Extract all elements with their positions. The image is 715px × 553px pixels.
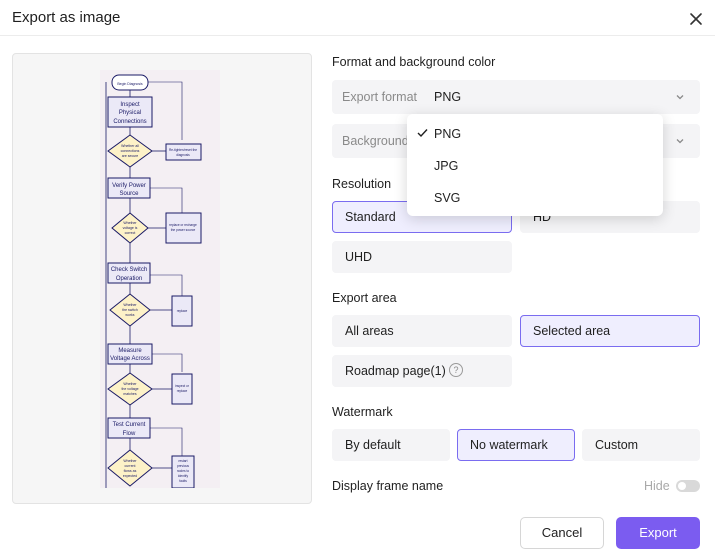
flow-text: Source <box>119 191 139 197</box>
option-label: UHD <box>345 250 373 264</box>
flow-text: voltage is <box>123 226 138 230</box>
flow-text: connections <box>121 149 140 153</box>
option-label: Standard <box>345 210 396 224</box>
flow-result-node <box>171 455 195 488</box>
flow-text: expected <box>123 474 137 478</box>
option-label: No watermark <box>470 438 548 452</box>
flow-text: Check Switch <box>111 267 147 273</box>
flow-result-node <box>171 295 193 327</box>
format-dropdown-menu: PNG JPG SVG <box>407 114 663 216</box>
format-option-svg[interactable]: SVG <box>407 182 663 212</box>
watermark-option-default[interactable]: By default <box>332 429 450 461</box>
option-label: By default <box>345 438 401 452</box>
toggle-knob <box>678 482 686 490</box>
export-format-label: Export format <box>342 90 418 104</box>
watermark-section-title: Watermark <box>332 405 393 419</box>
flow-text: the voltage <box>121 387 138 391</box>
flow-text: Whether <box>123 303 137 307</box>
export-area-section-title: Export area <box>332 291 397 305</box>
format-section-title: Format and background color <box>332 55 496 69</box>
export-format-value: PNG <box>434 90 462 104</box>
flow-text: previous <box>177 464 189 468</box>
export-area-option-all[interactable]: All areas <box>332 315 512 347</box>
option-label: PNG <box>434 127 462 141</box>
close-button[interactable] <box>684 7 708 31</box>
watermark-option-custom[interactable]: Custom <box>582 429 700 461</box>
flow-text: replace <box>177 309 188 313</box>
flow-text: identify <box>178 474 189 478</box>
flow-text: Connections <box>113 119 146 125</box>
resolution-option-uhd[interactable]: UHD <box>332 241 512 273</box>
option-label: JPG <box>434 159 459 173</box>
flow-text: the switch <box>122 308 138 312</box>
background-label: Background <box>342 134 409 148</box>
flow-text: Verify Power <box>112 183 146 189</box>
chevron-down-icon <box>676 95 684 100</box>
flow-text: the power source <box>171 228 196 232</box>
flow-text: Operation <box>116 276 142 282</box>
option-label: SVG <box>434 191 461 205</box>
close-icon <box>690 13 702 25</box>
flow-decision-node <box>107 449 153 487</box>
flow-text: Whether <box>123 459 137 463</box>
flow-text: works <box>125 313 134 317</box>
flow-result-node <box>171 373 193 405</box>
option-label: Custom <box>595 438 639 452</box>
flow-text: Physical <box>119 110 141 116</box>
flow-text: correct <box>125 231 136 235</box>
flow-text: replace or recharge <box>169 223 197 227</box>
format-option-png[interactable]: PNG <box>407 118 663 148</box>
dialog-header: Export as image <box>0 0 715 36</box>
flow-text: Re-tighten/reset the <box>169 148 197 152</box>
option-label: Roadmap page(1) <box>345 364 446 378</box>
flow-text: restart <box>178 459 187 463</box>
flow-text: Inspect <box>120 102 140 108</box>
flow-text: Test Current <box>113 422 146 428</box>
flowchart-preview: Begin Diagnosis Inspect Physical Connect… <box>100 70 220 488</box>
export-button[interactable]: Export <box>616 517 700 549</box>
check-icon <box>417 129 428 138</box>
flow-text: Voltage Across <box>110 356 150 362</box>
export-area-option-selected[interactable]: Selected area <box>520 315 700 347</box>
flow-text: flows as <box>124 469 137 473</box>
format-option-jpg[interactable]: JPG <box>407 150 663 180</box>
flow-text: Flow <box>123 431 136 437</box>
resolution-section-title: Resolution <box>332 177 392 191</box>
help-icon[interactable]: ? <box>449 363 463 377</box>
flow-process-node <box>107 262 151 284</box>
flow-text: nodes to <box>177 469 189 473</box>
flow-text: matches <box>123 392 136 396</box>
flow-text: Begin Diagnosis <box>117 82 143 86</box>
flow-process-node <box>107 96 153 128</box>
flow-text: current <box>125 464 136 468</box>
chevron-down-icon <box>676 139 684 144</box>
hide-label: Hide <box>644 479 670 493</box>
cancel-button[interactable]: Cancel <box>520 517 604 549</box>
frame-name-toggle[interactable] <box>676 480 700 492</box>
image-preview: Begin Diagnosis Inspect Physical Connect… <box>12 53 312 504</box>
flow-text: diagnosis <box>176 153 190 157</box>
dialog-title: Export as image <box>12 9 121 26</box>
flow-text: are secure <box>122 154 139 158</box>
flow-text: Measure <box>118 348 142 354</box>
flow-text: replace <box>177 389 188 393</box>
option-label: All areas <box>345 324 394 338</box>
export-area-option-roadmap[interactable]: Roadmap page(1) <box>332 355 512 387</box>
watermark-option-none[interactable]: No watermark <box>457 429 575 461</box>
flow-text: faults <box>179 479 187 483</box>
flow-result-node <box>165 143 202 161</box>
flow-text: Whether <box>123 382 137 386</box>
flow-text: Whether <box>123 221 137 225</box>
flow-text: Whether all <box>121 144 139 148</box>
flow-result-node <box>165 212 202 244</box>
option-label: Selected area <box>533 324 611 338</box>
frame-name-section-title: Display frame name <box>332 479 444 493</box>
export-format-select[interactable]: Export format PNG <box>332 80 700 114</box>
flow-text: inspect or <box>175 384 190 388</box>
